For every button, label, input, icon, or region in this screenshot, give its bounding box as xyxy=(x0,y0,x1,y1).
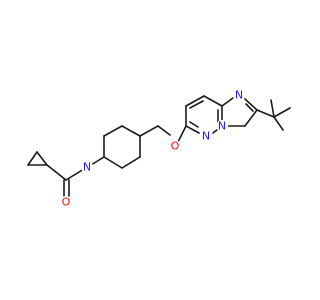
bond xyxy=(256,109,275,118)
atom-N-piperidine: N xyxy=(81,161,93,174)
atom-O-carbonyl: O xyxy=(60,196,72,209)
atom-labels: N O O N N N xyxy=(60,89,245,209)
bond xyxy=(244,109,258,127)
atom-label: N xyxy=(83,161,91,174)
bond xyxy=(139,125,159,137)
atom-O-ether: O xyxy=(169,140,181,153)
bond xyxy=(189,121,199,128)
atom-N-pyridazine: N xyxy=(200,130,212,143)
bond xyxy=(185,95,205,107)
bond xyxy=(273,107,291,118)
atom-label: N xyxy=(235,89,243,102)
bond xyxy=(270,99,275,118)
bond xyxy=(244,98,258,111)
bond xyxy=(245,103,254,112)
bond xyxy=(185,125,200,134)
atom-label: N xyxy=(218,120,226,133)
bond xyxy=(273,116,284,131)
bond xyxy=(65,168,85,181)
bond xyxy=(189,100,204,109)
bond xyxy=(121,125,141,137)
bond xyxy=(121,156,141,169)
bond xyxy=(103,125,123,137)
bond xyxy=(36,151,48,166)
bond xyxy=(221,97,234,107)
bond xyxy=(46,164,67,181)
molecule-structure: N O O N N N xyxy=(27,89,291,209)
bond xyxy=(90,156,105,166)
bond xyxy=(157,125,171,136)
atom-label: O xyxy=(62,196,71,209)
bond xyxy=(103,156,123,169)
bond xyxy=(177,125,187,143)
atom-N-bridgehead: N xyxy=(216,120,228,133)
atom-label: O xyxy=(171,140,180,153)
bond xyxy=(27,151,38,166)
atom-label: N xyxy=(202,130,210,143)
bonds xyxy=(27,95,291,197)
atom-N-imidazole: N xyxy=(233,89,245,102)
bond xyxy=(203,95,223,107)
